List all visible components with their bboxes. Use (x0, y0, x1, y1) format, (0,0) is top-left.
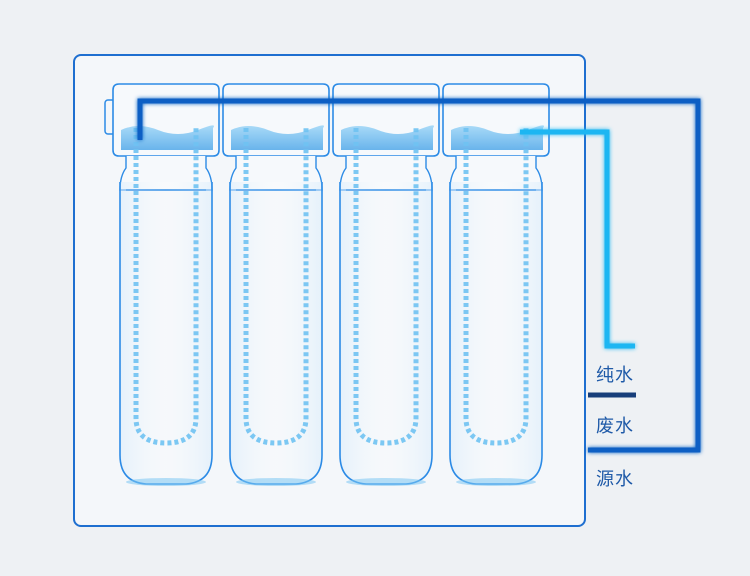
filter-unit (332, 83, 440, 486)
water-wave (121, 125, 214, 150)
pure-water-label: 纯水 (596, 365, 634, 386)
housing-base-glow (236, 478, 316, 486)
housing-base-glow (456, 478, 536, 486)
source-water-label: 源水 (596, 469, 634, 490)
water-wave (341, 125, 434, 150)
water-wave (451, 125, 544, 150)
filter-unit (112, 83, 220, 486)
pure-water-line (520, 129, 635, 349)
filter-unit (222, 83, 330, 486)
waste-water-label: 废水 (596, 416, 634, 437)
housing-base-glow (346, 478, 426, 486)
source-water-line (137, 98, 701, 453)
water-wave (231, 125, 324, 150)
filter-unit (442, 83, 550, 486)
housing-base-glow (126, 478, 206, 486)
